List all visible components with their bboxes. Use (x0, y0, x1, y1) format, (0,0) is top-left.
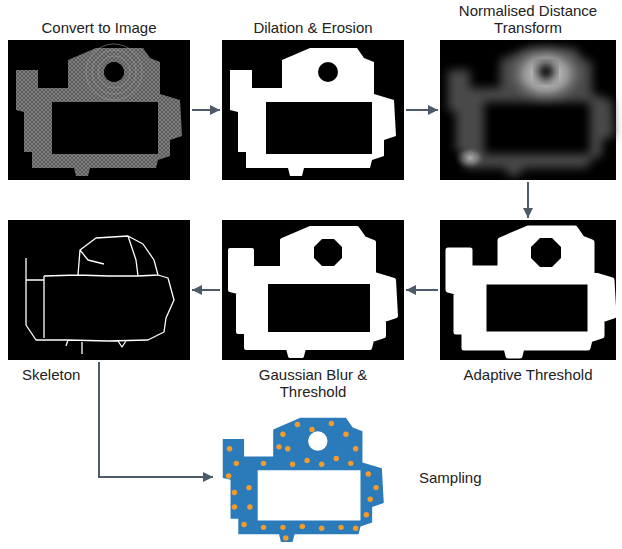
image-panel: Normalised Distance Transform (440, 40, 616, 180)
skeleton-image (8, 220, 190, 360)
label-slot: Normalised Distance Transform (453, 2, 603, 36)
image-panel: Dilation & Erosion (222, 40, 404, 180)
label-slot: Adaptive Threshold (440, 366, 616, 383)
label-slot: Gaussian Blur & Threshold (238, 366, 388, 400)
sampled-map-image (223, 418, 384, 542)
flow-arrow (406, 289, 438, 291)
label-slot: Convert to Image (8, 19, 190, 36)
step-label: Normalised Distance Transform (453, 2, 603, 36)
step-label: Dilation & Erosion (222, 19, 404, 36)
image-panel: Sampling (215, 410, 387, 544)
image-panel: Convert to Image (8, 40, 190, 180)
label-slot: Sampling (419, 469, 569, 486)
label-slot: Skeleton (22, 366, 172, 383)
blurred-map-image (222, 220, 404, 360)
image-panel: Skeleton (8, 220, 190, 360)
step-label: Gaussian Blur & Threshold (238, 366, 388, 400)
image-panel: Adaptive Threshold (440, 220, 616, 360)
step-label: Adaptive Threshold (440, 366, 616, 383)
step-label: Skeleton (22, 366, 172, 383)
flow-arrow (99, 362, 213, 477)
step-label: Sampling (419, 469, 569, 486)
flow-arrow (406, 109, 438, 111)
dilated-map-image (222, 40, 404, 180)
threshold-map-image (440, 220, 616, 360)
flow-arrow (192, 109, 220, 111)
raw-map-image (8, 40, 190, 180)
flow-arrow (527, 182, 529, 218)
distance-map-image (440, 40, 616, 180)
image-panel: Gaussian Blur & Threshold (222, 220, 404, 360)
step-label: Convert to Image (8, 19, 190, 36)
label-slot: Dilation & Erosion (222, 19, 404, 36)
flow-arrow (192, 289, 220, 291)
